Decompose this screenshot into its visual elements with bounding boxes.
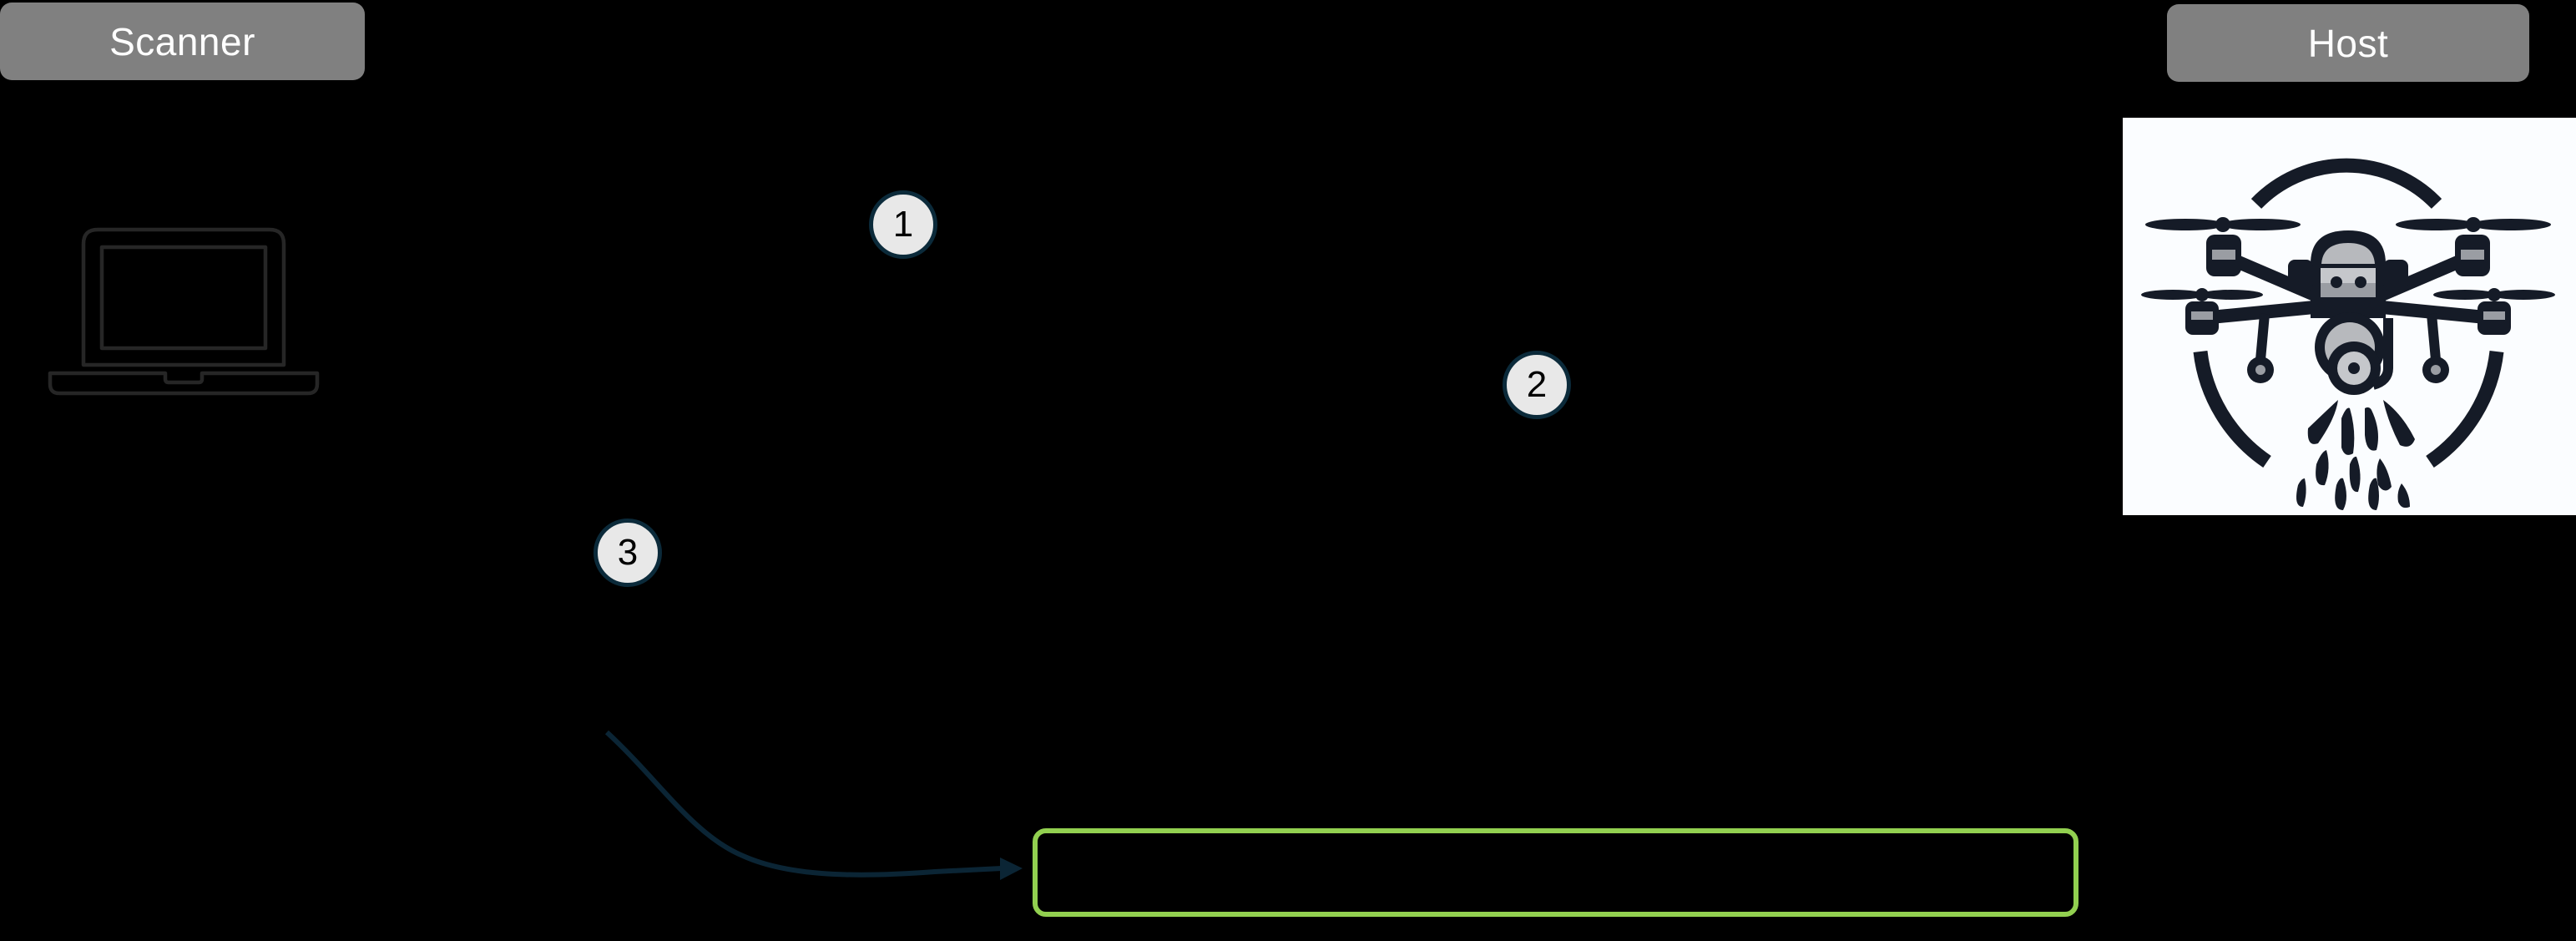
result-box	[1033, 828, 2078, 917]
scanner-lane-header: Scanner	[0, 3, 365, 80]
step-number: 3	[617, 532, 639, 573]
step-number: 2	[1526, 364, 1548, 405]
scanner-lane-label: Scanner	[109, 19, 255, 63]
step-marker-1: 1	[869, 190, 937, 259]
host-lane-label: Host	[2307, 21, 2389, 65]
host-lane-header: Host	[2167, 4, 2529, 82]
step-marker-3: 3	[593, 519, 662, 587]
step-number: 1	[892, 204, 914, 245]
drone-image-panel	[2123, 118, 2576, 515]
step-marker-2: 2	[1503, 351, 1571, 419]
laptop-icon	[48, 227, 320, 396]
agricultural-spray-drone-icon	[2141, 158, 2555, 510]
